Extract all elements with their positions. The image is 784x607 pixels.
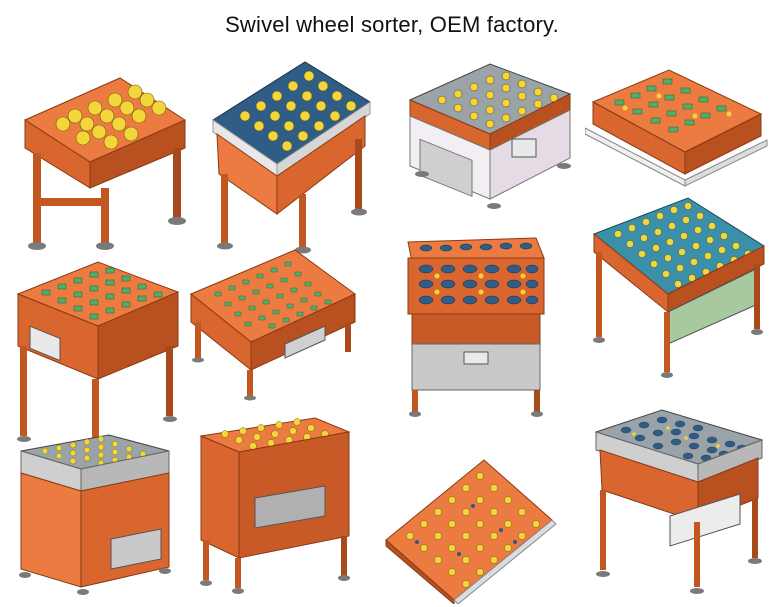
sorter-image-6 bbox=[185, 244, 360, 404]
sorter-image-12 bbox=[590, 404, 768, 604]
sorter-image-8 bbox=[588, 194, 768, 384]
sorter-image-2 bbox=[205, 54, 385, 254]
sorter-image-3 bbox=[402, 54, 582, 224]
sorter-image-1 bbox=[15, 58, 195, 258]
sorter-image-9 bbox=[15, 429, 175, 604]
sorter-image-5 bbox=[12, 254, 187, 454]
sorter-image-11 bbox=[380, 454, 560, 604]
sorter-image-4 bbox=[585, 62, 770, 202]
sorter-image-7 bbox=[398, 224, 558, 429]
page-title: Swivel wheel sorter, OEM factory. bbox=[225, 12, 559, 37]
sorter-image-10 bbox=[195, 412, 355, 597]
sorter-gallery bbox=[0, 44, 784, 607]
